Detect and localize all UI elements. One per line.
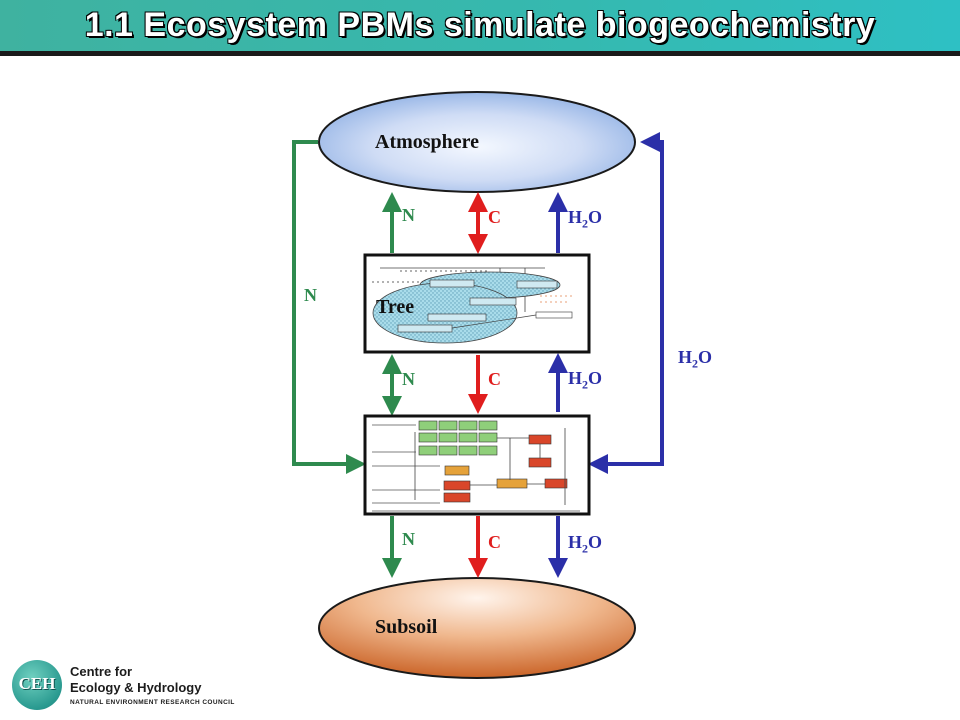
h2o-label-mid: H2O [568,368,603,392]
subsoil-ellipse [318,577,636,679]
ceh-logo: CEH Centre for Ecology & Hydrology NATUR… [12,658,242,714]
n-label-top: N [402,205,415,225]
title-bar: 1.1 Ecosystem PBMs simulate biogeochemis… [0,0,960,56]
h2o-label-right: H2O [678,347,713,371]
n-label-mid: N [402,369,415,389]
n-label-left: N [304,285,317,305]
soil-model-box [363,414,591,516]
n-loop-left [292,140,366,474]
h2o-label-top: H2O [568,207,603,231]
c-label-bot: C [488,532,501,552]
logo-line-3: NATURAL ENVIRONMENT RESEARCH COUNCIL [70,699,235,706]
slide-title: 1.1 Ecosystem PBMs simulate biogeochemis… [84,6,876,44]
logo-line-1: Centre for [70,664,133,679]
atmosphere-label: Atmosphere [375,131,480,153]
h2o-label-bot: H2O [568,532,603,556]
c-label-top: C [488,207,501,227]
logo-line-2: Ecology & Hydrology [70,680,202,695]
n-label-bot: N [402,529,415,549]
tree-label: Tree [376,296,415,318]
tree-model-box [363,253,591,354]
ceh-logo-text: CEH [18,674,56,693]
c-label-mid: C [488,369,501,389]
h2o-loop-right [588,132,664,474]
ceh-logo-mark [12,660,62,710]
subsoil-label: Subsoil [375,616,438,638]
